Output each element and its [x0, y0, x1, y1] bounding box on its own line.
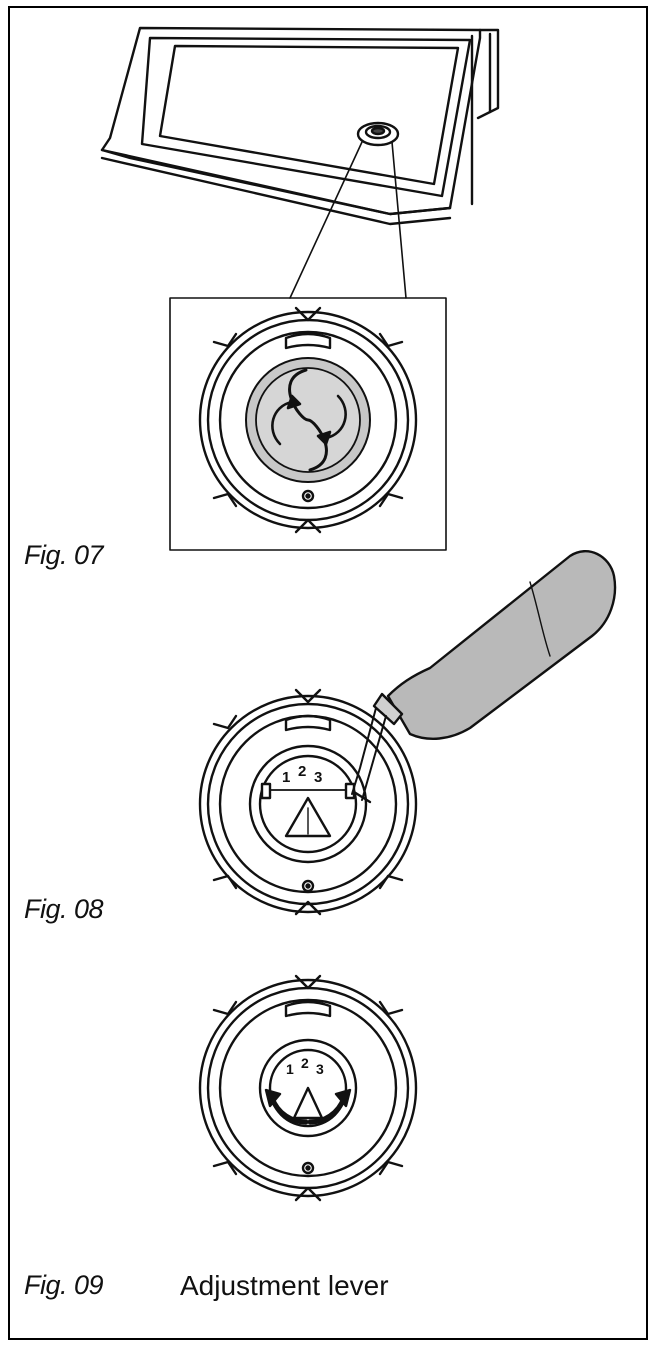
zoom-box [169, 297, 447, 551]
salt-container-opening [356, 121, 400, 147]
rotate-arrows-icon [271, 394, 347, 446]
dial-number-2: 2 [301, 1055, 309, 1071]
manual-page: 1 2 3 1 2 3 Fig. 07 Fig. 08 Fig. 09 Adju… [8, 6, 648, 1340]
salt-cap-open-with-bottle [198, 688, 418, 916]
zoom-lines [289, 141, 407, 299]
adjustment-lever-caption: Adjustment lever [180, 1270, 389, 1301]
dial-number-2: 2 [298, 763, 306, 780]
illustration-canvas: 1 2 3 1 2 3 [100, 26, 617, 1202]
salt-cap-adjust-lever [198, 974, 418, 1202]
figure-label: Fig. 08 [24, 894, 104, 924]
figure-label: Fig. 07 [24, 540, 104, 570]
dial-number-1: 1 [282, 769, 290, 786]
salt-cap-closed [198, 306, 418, 534]
figure-label: Fig. 09 [24, 1270, 104, 1300]
dial-number-3: 3 [314, 769, 322, 786]
dial-number-3: 3 [316, 1061, 324, 1077]
dishwasher-door-drawing [100, 26, 500, 226]
filler-bottle [351, 550, 617, 804]
dial-number-1: 1 [286, 1061, 294, 1077]
